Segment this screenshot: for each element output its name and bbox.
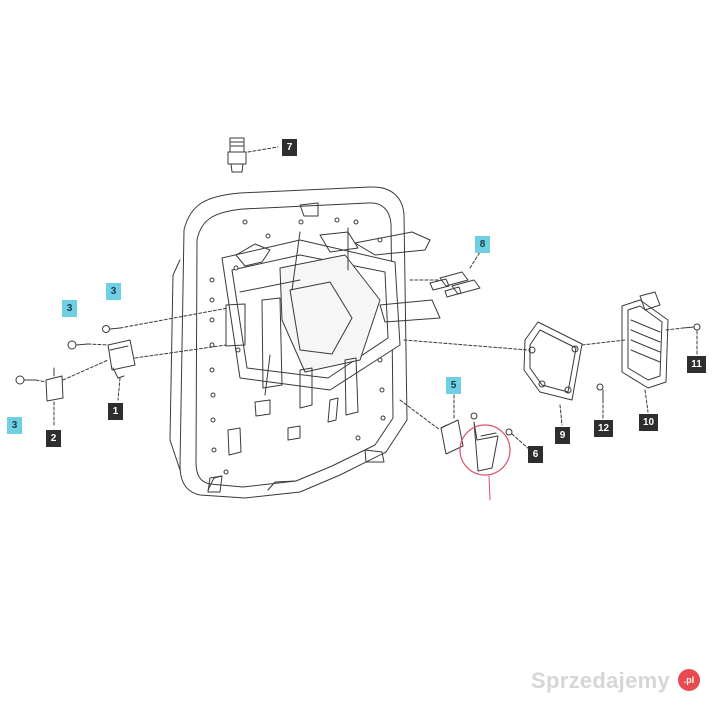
- callout-part-3-top: 3: [106, 283, 121, 300]
- part-8-bolts: [409, 251, 481, 298]
- watermark-logo-text: Sprzedajemy: [531, 668, 671, 693]
- callout-part-3-bottom: 3: [7, 417, 22, 434]
- callout-part-6: 6: [528, 446, 543, 463]
- watermark-badge: .pl: [678, 669, 700, 691]
- callout-part-9: 9: [555, 427, 570, 444]
- callout-part-10: 10: [639, 414, 658, 431]
- callout-part-1: 1: [108, 403, 123, 420]
- callout-part-3-mid: 3: [62, 300, 77, 317]
- part-7-connector: [227, 137, 279, 173]
- frame-holes: [209, 217, 386, 475]
- callout-part-2: 2: [46, 430, 61, 447]
- callout-part-11: 11: [687, 356, 706, 373]
- left-parts: [15, 307, 229, 426]
- right-parts: [403, 291, 701, 426]
- callout-part-12: 12: [594, 420, 613, 437]
- lower-parts: [399, 394, 531, 501]
- mechanism-plate: [207, 202, 441, 493]
- callout-part-5: 5: [446, 377, 461, 394]
- callout-part-7: 7: [282, 139, 297, 156]
- callout-part-8: 8: [475, 236, 490, 253]
